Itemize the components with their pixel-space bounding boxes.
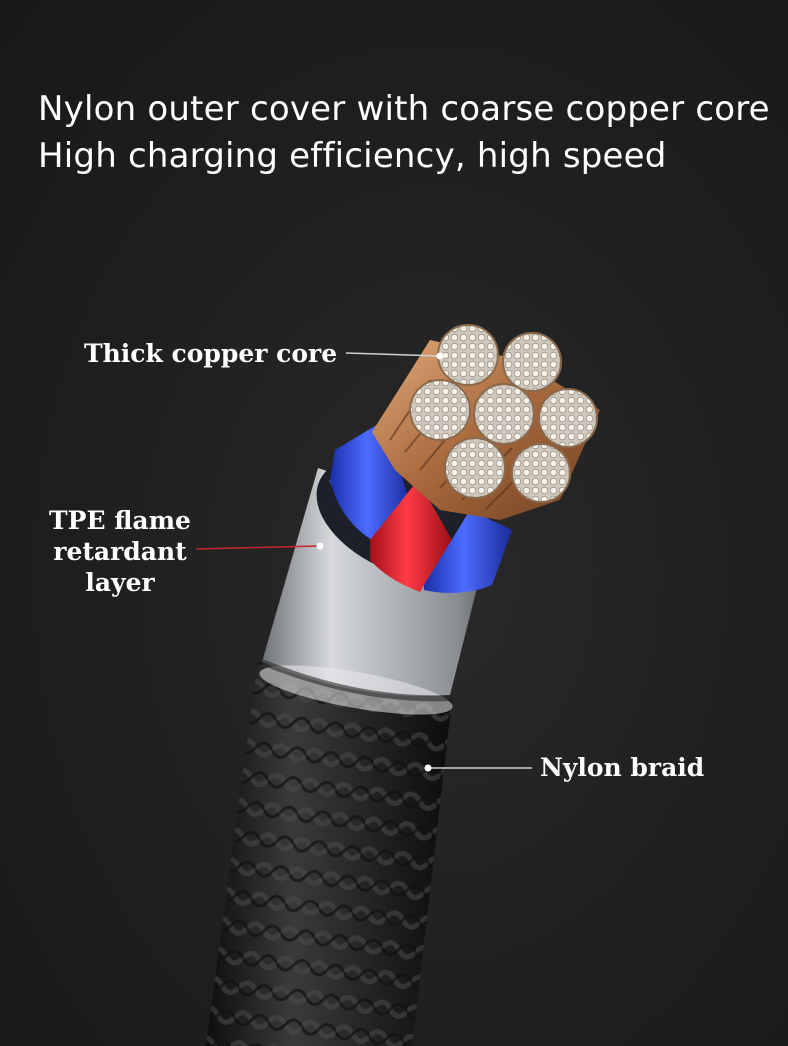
callout-pointer-tpe	[195, 542, 324, 550]
strand-bundles	[409, 324, 598, 503]
label-nylon-braid: Nylon braid	[540, 753, 705, 782]
label-thick-copper-core: Thick copper core	[84, 339, 338, 368]
callout-pointer-copper	[345, 352, 444, 360]
headline-line-2: High charging efficiency, high speed	[38, 136, 667, 176]
label-tpe-flame-retardant-layer: TPE flame retardant layer	[34, 505, 206, 598]
callout-pointer-nylon	[424, 764, 532, 772]
headline-line-1: Nylon outer cover with coarse copper cor…	[38, 89, 770, 129]
headline: Nylon outer cover with coarse copper cor…	[38, 86, 770, 180]
label-tpe-line-1: TPE flame	[49, 506, 191, 535]
label-tpe-line-3: layer	[85, 568, 155, 597]
label-tpe-line-2: retardant	[53, 537, 187, 566]
nylon-braid-body	[206, 660, 452, 1046]
